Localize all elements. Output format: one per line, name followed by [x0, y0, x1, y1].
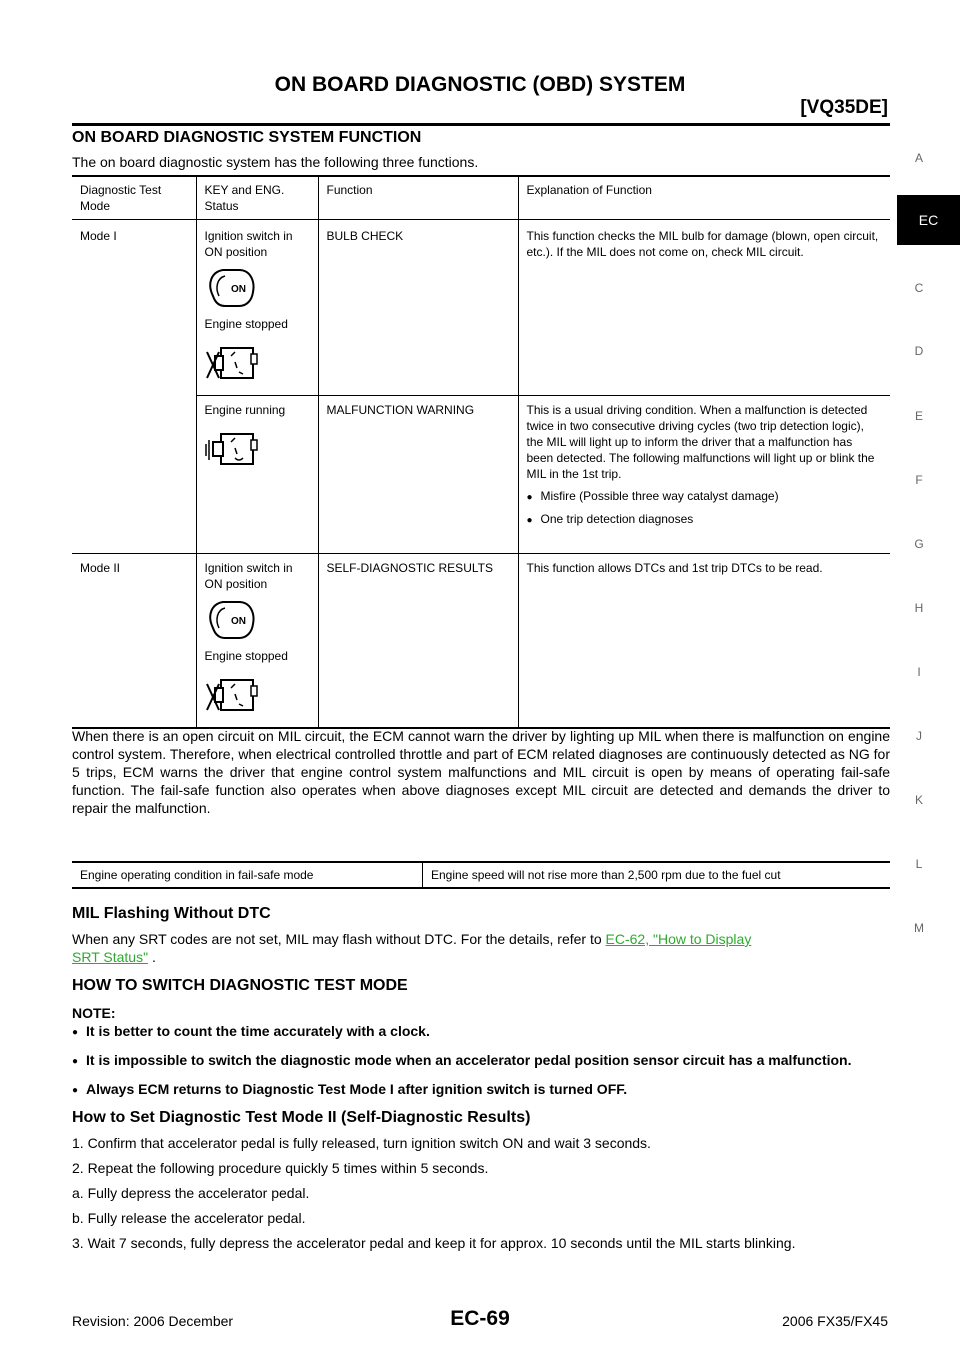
ignition-key-on-icon: ON [208, 601, 254, 639]
link-text-1: EC-62, "How to Display [605, 931, 752, 947]
side-index-g[interactable]: G [914, 537, 924, 551]
cell-status-2: Engine running [196, 395, 319, 554]
section-intro: The on board diagnostic system has the f… [72, 154, 479, 170]
step-item: b. Fully release the accelerator pedal. [72, 1210, 306, 1226]
failsafe-condition-value: Engine speed will not rise more than 2,5… [431, 868, 781, 882]
note-list: ● It is better to count the time accurate… [72, 1022, 890, 1100]
note-text: Always ECM returns to Diagnostic Test Mo… [86, 1081, 628, 1097]
section-heading-switch-mode: HOW TO SWITCH DIAGNOSTIC TEST MODE [72, 977, 408, 994]
bullet-icon: ● [526, 492, 533, 503]
note-text: It is impossible to switch the diagnosti… [86, 1052, 852, 1068]
link-text-2: SRT Status" [72, 949, 149, 965]
mil-flashing-text: When any SRT codes are not set, MIL may … [72, 930, 890, 966]
cell-mode-1: Mode I [72, 219, 197, 554]
note-label: NOTE: [72, 1005, 116, 1021]
ignition-key-on-icon: ON [208, 269, 254, 307]
section-heading-mil-flashing: MIL Flashing Without DTC [72, 905, 271, 922]
table-row: Engine running MALFUNCTION WARNING This … [72, 395, 890, 554]
list-item: ● One trip detection diagnoses [527, 511, 883, 529]
section-heading-obd-function: ON BOARD DIAGNOSTIC SYSTEM FUNCTION [72, 129, 422, 146]
table-row: Engine operating condition in fail-safe … [72, 862, 890, 888]
bullet-text: Misfire (Possible three way catalyst dam… [540, 489, 779, 503]
page-header-title: ON BOARD DIAGNOSTIC (OBD) SYSTEM [274, 73, 686, 96]
bullet-icon: ● [526, 515, 533, 526]
table-row: Mode II Ignition switch in ON position O… [72, 553, 890, 728]
side-index-f[interactable]: F [915, 473, 923, 487]
th-function: Function [318, 176, 519, 220]
th-mode: Diagnostic Test Mode [72, 176, 197, 220]
cell-function-3: SELF-DIAGNOSTIC RESULTS [318, 553, 519, 728]
cell-function-1: BULB CHECK [318, 219, 519, 396]
note-text: It is better to count the time accuratel… [86, 1023, 430, 1039]
cell-status-3: Ignition switch in ON position ON Engine… [196, 553, 319, 728]
key-on-label: ON [231, 284, 246, 295]
key-on-label: ON [231, 616, 246, 627]
list-item: ● It is impossible to switch the diagnost… [72, 1051, 890, 1071]
step-item: a. Fully depress the accelerator pedal. [72, 1185, 310, 1201]
engine-code: [VQ35DE] [800, 97, 888, 118]
side-index-d[interactable]: D [914, 344, 924, 358]
cell-function-2: MALFUNCTION WARNING [318, 395, 519, 554]
diagnostic-mode-table: Diagnostic Test Mode KEY and ENG. Status… [72, 175, 890, 729]
side-index-ec-active[interactable]: EC [897, 195, 960, 245]
side-index-l[interactable]: L [915, 857, 923, 871]
side-index-m[interactable]: M [914, 921, 924, 935]
th-status: KEY and ENG. Status [196, 176, 319, 220]
explanation-2-bullets: ● Misfire (Possible three way catalyst da… [527, 488, 883, 529]
th-explanation: Explanation of Function [526, 183, 652, 197]
status-3b: Engine stopped [204, 649, 288, 663]
mil-flashing-body: When any SRT codes are not set, MIL may … [72, 931, 602, 947]
header-rule [72, 123, 890, 126]
side-index-c[interactable]: C [914, 281, 924, 295]
status-1b: Engine stopped [204, 317, 288, 331]
table-header-row: Diagnostic Test Mode KEY and ENG. Status… [72, 176, 890, 220]
table-row: Mode I Ignition switch in ON position ON… [72, 219, 890, 554]
side-index-a[interactable]: A [914, 151, 923, 165]
footer-model: 2006 FX35/FX45 [782, 1313, 888, 1329]
status-3a: Ignition switch in ON position [204, 561, 293, 591]
status-2: Engine running [204, 403, 286, 417]
bullet-icon: ● [72, 1027, 79, 1038]
side-index-h[interactable]: H [914, 601, 924, 615]
section-heading-set-mode-ii: How to Set Diagnostic Test Mode II (Self… [72, 1109, 531, 1126]
cell-status-1: Ignition switch in ON position ON Engine… [196, 219, 319, 396]
cell-explanation-1: This function checks the MIL bulb for da… [526, 229, 879, 259]
footer-page-number: EC-69 [450, 1307, 510, 1330]
bullet-icon: ● [72, 1056, 79, 1067]
bullet-icon: ● [72, 1085, 79, 1096]
explanation-2-text: This is a usual driving condition. When … [526, 403, 875, 481]
bullet-text: One trip detection diagnoses [540, 512, 694, 526]
step-item: 1. Confirm that accelerator pedal is ful… [72, 1135, 651, 1151]
mil-flashing-tail: . [151, 949, 156, 965]
list-item: ● Misfire (Possible three way catalyst da… [527, 488, 883, 506]
list-item: ● It is better to count the time accurate… [72, 1022, 890, 1042]
fail-safe-table: Engine operating condition in fail-safe … [72, 861, 890, 889]
note-block: NOTE: ● It is better to count the time ac… [72, 1004, 890, 1105]
cell-mode-2: Mode II [72, 553, 197, 728]
fail-safe-description: When there is an open circuit on MIL cir… [72, 728, 890, 816]
engine-stopped-icon [205, 347, 258, 379]
status-1a: Ignition switch in ON position [204, 229, 293, 259]
side-index-j[interactable]: J [916, 729, 922, 743]
side-index-k[interactable]: K [914, 793, 923, 807]
side-index-e[interactable]: E [914, 409, 923, 423]
engine-running-icon [204, 433, 258, 465]
step-item: 2. Repeat the following procedure quickl… [72, 1160, 489, 1176]
cell-explanation-3: This function allows DTCs and 1st trip D… [526, 561, 823, 575]
list-item: ● Always ECM returns to Diagnostic Test M… [72, 1080, 890, 1100]
steps-list: 1. Confirm that accelerator pedal is ful… [72, 1134, 890, 1252]
failsafe-condition-label: Engine operating condition in fail-safe … [72, 862, 423, 888]
engine-stopped-icon [205, 679, 258, 711]
cell-explanation-2: This is a usual driving condition. When … [518, 396, 890, 554]
step-item: 3. Wait 7 seconds, fully depress the acc… [72, 1235, 796, 1251]
footer-revision: Revision: 2006 December [72, 1313, 234, 1329]
side-index-i[interactable]: I [917, 665, 921, 679]
